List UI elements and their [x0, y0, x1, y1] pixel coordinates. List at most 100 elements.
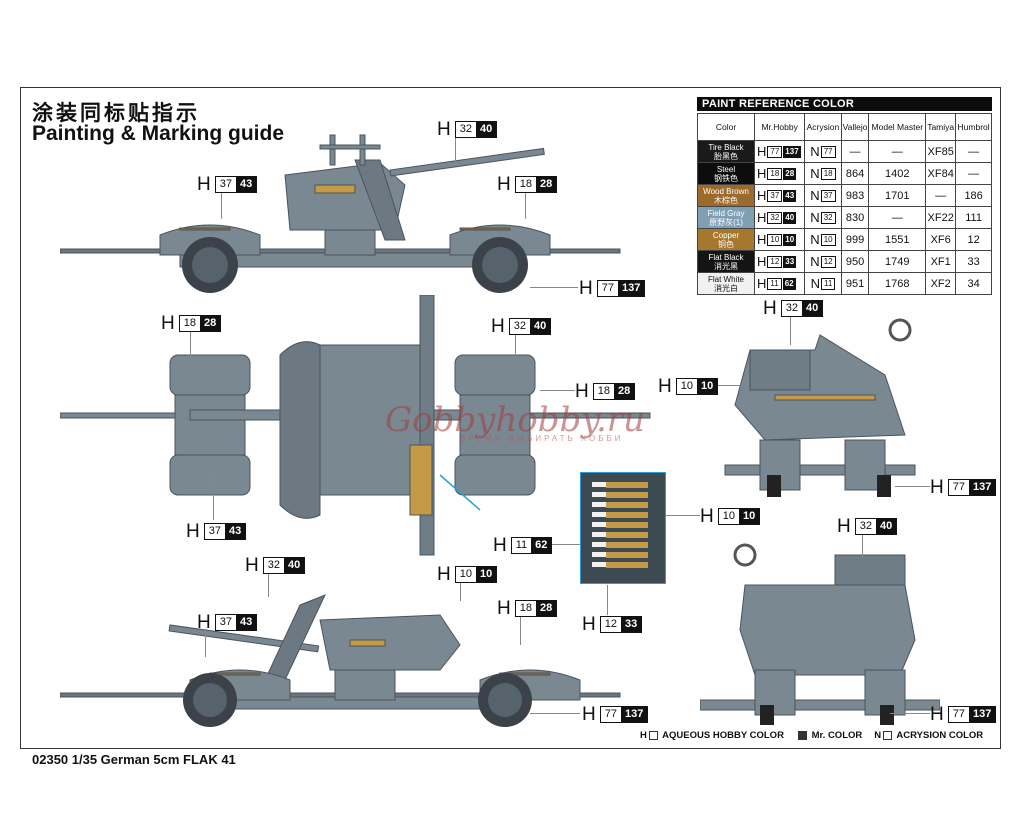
aqueous-code: 18 — [593, 384, 614, 399]
leader-line — [716, 385, 741, 386]
hobby-prefix: H — [491, 316, 505, 337]
mr-color-code: 28 — [199, 316, 221, 331]
leader-line — [213, 470, 214, 520]
watermark: Gobbyhobby.ru — [385, 400, 645, 440]
ammo-shell — [592, 542, 648, 548]
rear-view-drawing — [700, 543, 940, 725]
watermark-sub: ВРЕМЯ ВЫБИРАТЬ ХОББИ — [460, 434, 624, 443]
humbrol-cell: 12 — [955, 228, 992, 251]
mr-color-code: 10 — [783, 233, 797, 246]
tamiya-cell: — — [925, 184, 957, 207]
hobby-prefix: H — [161, 313, 175, 334]
color-name-en: Copper — [712, 230, 740, 240]
mr-color-code: 28 — [613, 384, 635, 399]
aqueous-code: 18 — [515, 601, 536, 616]
mr-color-code: 10 — [738, 509, 760, 524]
hobby-prefix: H — [497, 598, 511, 619]
aqueous-code: 37 — [215, 177, 236, 192]
humbrol-cell: 111 — [955, 206, 992, 229]
humbrol-cell: 186 — [955, 184, 992, 207]
hobby-prefix: H — [437, 564, 451, 585]
humbrol-cell: — — [955, 162, 992, 185]
ammo-shell — [592, 482, 648, 488]
leader-line — [665, 515, 700, 516]
leader-line — [525, 191, 526, 219]
color-name-en: Flat White — [707, 274, 744, 284]
model-master-cell: 1402 — [868, 162, 927, 185]
legend-aqueous: H AQUEOUS HOBBY COLOR — [640, 730, 784, 741]
color-name-cn: 钢铁色 — [714, 173, 738, 183]
col-acrysion: Acrysion — [804, 113, 842, 141]
mr-color-code: 28 — [783, 167, 797, 180]
ammo-clip-detail — [580, 472, 666, 584]
vallejo-cell: — — [840, 140, 870, 163]
hobby-prefix: H — [658, 376, 672, 397]
aqueous-symbol-icon — [648, 730, 658, 740]
mr-color-code: 33 — [620, 617, 642, 632]
leader-line — [530, 287, 578, 288]
mr-color-symbol-icon — [797, 730, 807, 740]
aqueous-code: 37 — [215, 615, 236, 630]
front-view-drawing — [724, 318, 916, 497]
side-view-2-drawing — [60, 594, 621, 727]
leader-line — [790, 315, 791, 345]
leader-line — [205, 629, 206, 657]
col-humbrol: Humbrol — [955, 113, 992, 141]
mr-color-code: 62 — [531, 538, 552, 553]
ammo-shell — [592, 562, 648, 568]
aqueous-code: 32 — [855, 519, 876, 534]
mr-color-code: 43 — [235, 615, 257, 630]
product-footer: 02350 1/35 German 5cm FLAK 41 — [32, 752, 236, 767]
color-name-en: Steel — [716, 164, 736, 174]
hobby-prefix: H — [186, 521, 200, 542]
leader-line — [890, 713, 930, 714]
leader-line — [520, 615, 521, 645]
color-name-cn: 铜色 — [718, 239, 734, 249]
aqueous-code: 18 — [179, 316, 200, 331]
acrysion-code: 11 — [820, 277, 836, 290]
hobby-prefix: H — [930, 477, 944, 498]
humbrol-cell: 33 — [955, 250, 992, 273]
acrysion-code: 10 — [820, 233, 836, 246]
model-master-cell: — — [868, 206, 927, 229]
guide-frame — [20, 87, 1001, 749]
model-master-cell: 1551 — [868, 228, 927, 251]
model-master-cell: 1701 — [868, 184, 927, 207]
hobby-prefix: H — [763, 298, 777, 319]
top-view-drawing — [60, 295, 651, 556]
title-chinese: 涂装同标贴指示 — [32, 101, 200, 125]
col-tamiya: Tamiya — [925, 113, 957, 141]
mr-color-code: 137 — [620, 707, 648, 722]
leader-line — [455, 136, 456, 166]
mr-color-code: 40 — [283, 558, 305, 573]
mr-color-code: 28 — [535, 601, 557, 616]
aqueous-code: 32 — [263, 558, 284, 573]
color-name-cn: 原野灰(1) — [709, 217, 743, 227]
humbrol-cell: 34 — [955, 272, 992, 295]
